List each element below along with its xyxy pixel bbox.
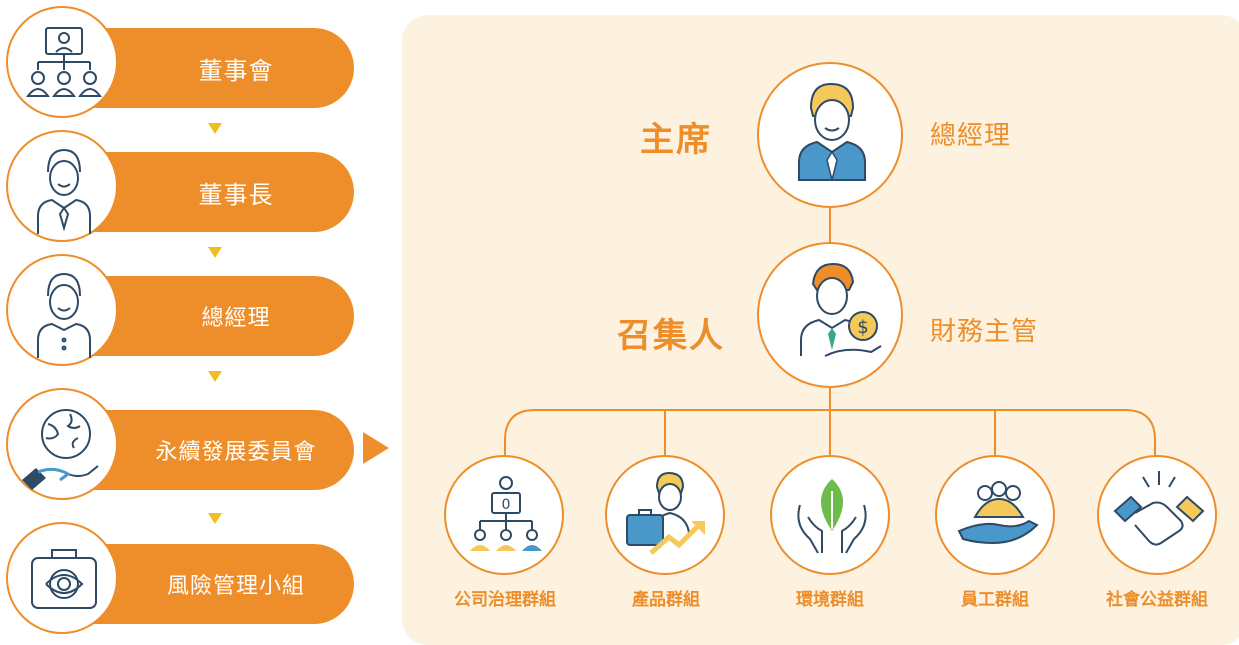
globe-hand-icon	[22, 409, 99, 490]
group-label: 環境群組	[796, 590, 864, 610]
group-label: 員工群組	[961, 590, 1029, 610]
hierarchy-label: 永續發展委員會	[155, 440, 317, 465]
leaf-hands-icon	[797, 479, 867, 554]
group-circle-society	[1097, 455, 1217, 575]
group-label: 公司治理群組	[454, 590, 556, 610]
down-arrow-icon	[208, 513, 222, 524]
svg-text:0: 0	[502, 497, 511, 513]
hierarchy-label: 董事會	[198, 56, 274, 85]
hierarchy-icon-circle	[6, 522, 118, 634]
chair-circle	[757, 62, 903, 208]
hierarchy-label: 總經理	[201, 306, 271, 331]
convener-person-label: 財務主管	[930, 317, 1039, 347]
team-hand-icon	[957, 481, 1039, 545]
right-arrow-icon	[363, 432, 389, 464]
group-label: 社會公益群組	[1106, 590, 1208, 610]
hierarchy-label: 風險管理小組	[166, 574, 305, 599]
chair-person-label: 總經理	[930, 121, 1012, 151]
handshake-icon	[1113, 471, 1205, 546]
down-arrow-icon	[208, 371, 222, 382]
manager-icon	[37, 272, 91, 358]
group-circle-governance: 0	[444, 455, 564, 575]
down-arrow-icon	[208, 247, 222, 258]
chair-role-label: 主席	[640, 120, 712, 160]
business-growth-icon	[626, 471, 705, 555]
businessman-icon	[798, 82, 866, 181]
chairman-icon	[37, 148, 91, 234]
svg-text:$: $	[857, 317, 868, 338]
finance-officer-icon: $	[800, 262, 882, 357]
down-arrow-icon	[208, 123, 222, 134]
group-circle-product	[605, 455, 725, 575]
convener-role-label: 召集人	[617, 316, 725, 356]
group-circle-employee	[935, 455, 1055, 575]
hierarchy-icon-circle	[6, 254, 118, 366]
org-chart-icon: 0	[470, 476, 542, 551]
convener-circle: $	[757, 242, 903, 388]
hierarchy-icon-circle	[6, 130, 118, 242]
group-circle-environment	[770, 455, 890, 575]
risk-briefcase-icon	[31, 549, 97, 609]
hierarchy-label: 董事長	[198, 180, 274, 209]
group-label: 產品群組	[632, 590, 700, 610]
org-chart-icon	[26, 27, 102, 97]
hierarchy-icon-circle	[6, 6, 118, 118]
hierarchy-icon-circle	[6, 388, 118, 500]
